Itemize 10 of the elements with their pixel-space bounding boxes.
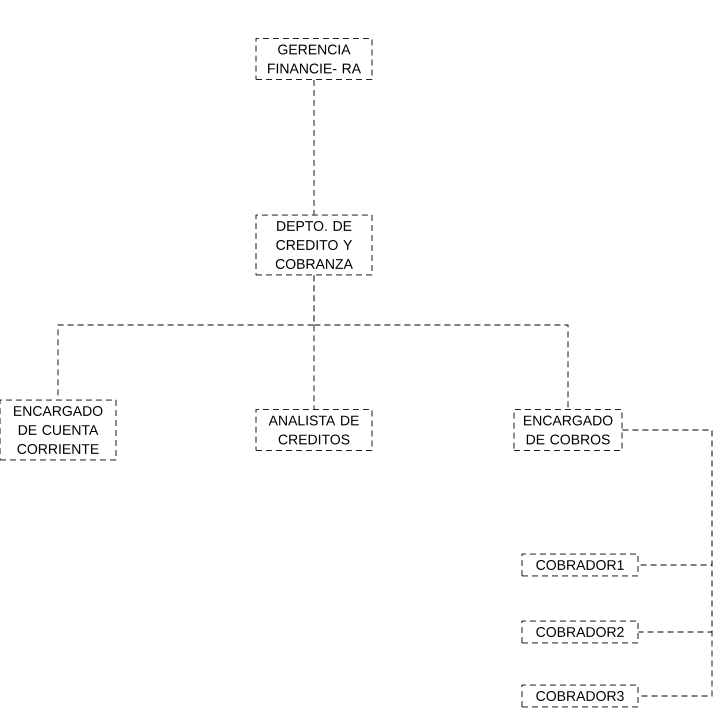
org-box: GERENCIA FINANCIE- RA <box>256 38 372 80</box>
org-box: COBRADOR2 <box>522 620 638 644</box>
org-box: ANALISTA DE CREDITOS <box>256 409 372 451</box>
org-box: ENCARGADO DE CUENTA CORRIENTE <box>0 400 116 460</box>
org-box: COBRADOR1 <box>522 554 638 576</box>
connector-line <box>622 430 712 696</box>
org-box: DEPTO. DE CREDITO Y COBRANZA <box>256 214 372 276</box>
connector-line <box>314 274 568 410</box>
org-box: ENCARGADO DE COBROS <box>514 409 622 451</box>
org-box: COBRADOR3 <box>522 684 638 708</box>
